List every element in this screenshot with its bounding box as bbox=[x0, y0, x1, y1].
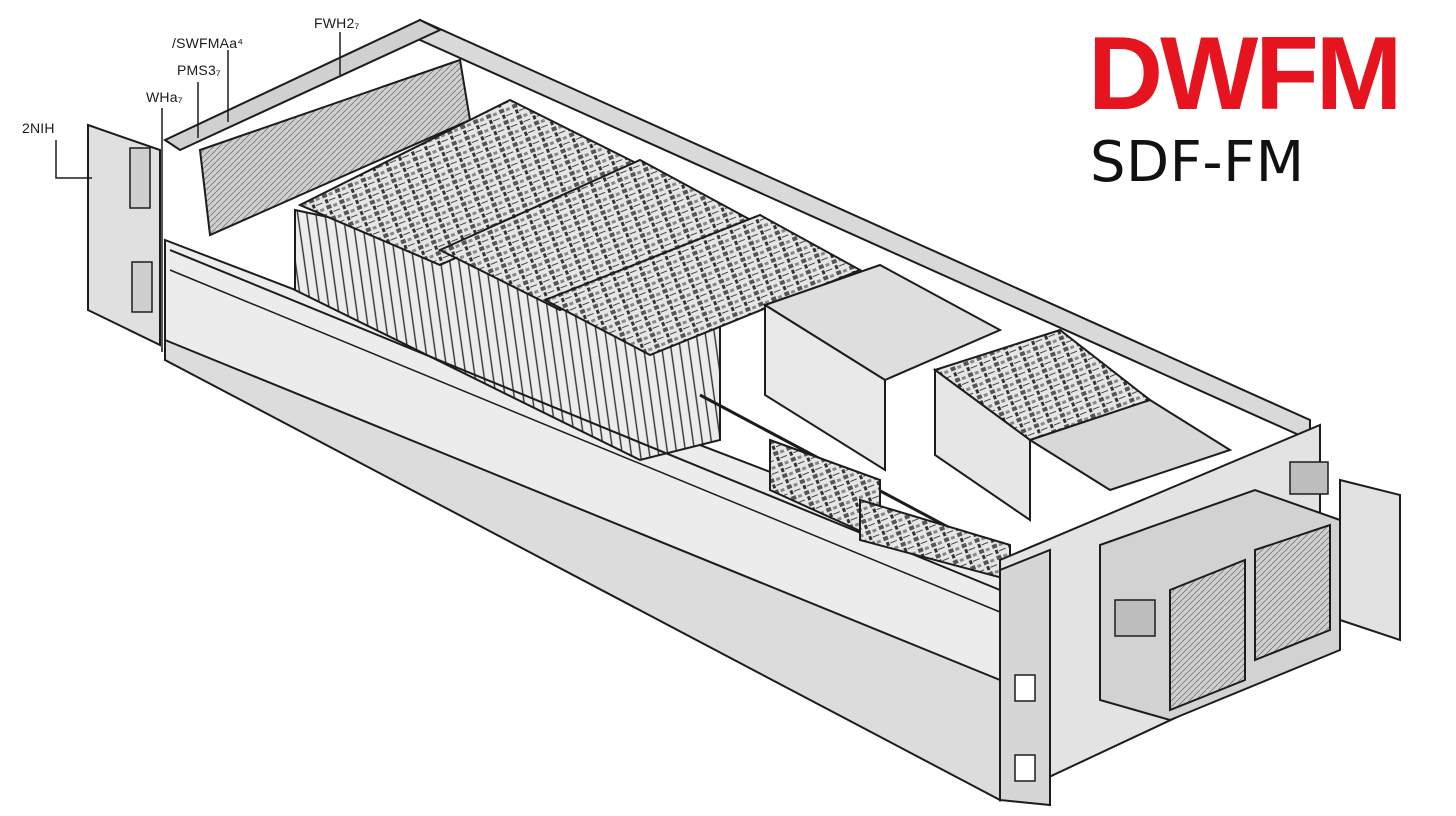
rear-module-4 bbox=[934, 368, 1031, 522]
rear-module-2 bbox=[764, 303, 886, 472]
callout-swm: /SWFMAa⁴ bbox=[172, 35, 244, 51]
callout-fwh: FWH2₇ bbox=[314, 15, 360, 31]
callout-wha: WHa₇ bbox=[146, 89, 183, 105]
board-tray-3 bbox=[542, 213, 863, 357]
psu-connector-a bbox=[1114, 599, 1156, 637]
rear-bracket bbox=[1339, 478, 1401, 642]
callout-leaders bbox=[55, 32, 341, 352]
chassis-top-rail bbox=[162, 18, 443, 152]
flange-slot-bottom bbox=[1014, 754, 1036, 782]
callout-pms: PMS3₇ bbox=[177, 62, 221, 78]
model-label: SDF-FM bbox=[1090, 130, 1305, 195]
callout-nih: 2NIH bbox=[22, 120, 55, 136]
rear-module-5 bbox=[1027, 398, 1233, 492]
bezel-latch-top bbox=[129, 147, 151, 209]
psu-connector-b bbox=[1289, 461, 1329, 495]
psu-bay-right bbox=[1254, 523, 1331, 662]
side-rail-2 bbox=[169, 269, 1001, 613]
flange-slot-top bbox=[1014, 674, 1036, 702]
brand-logo: DWFM bbox=[1088, 16, 1402, 132]
psu-bay-left bbox=[1169, 558, 1246, 712]
bezel-latch-bottom bbox=[131, 261, 153, 313]
